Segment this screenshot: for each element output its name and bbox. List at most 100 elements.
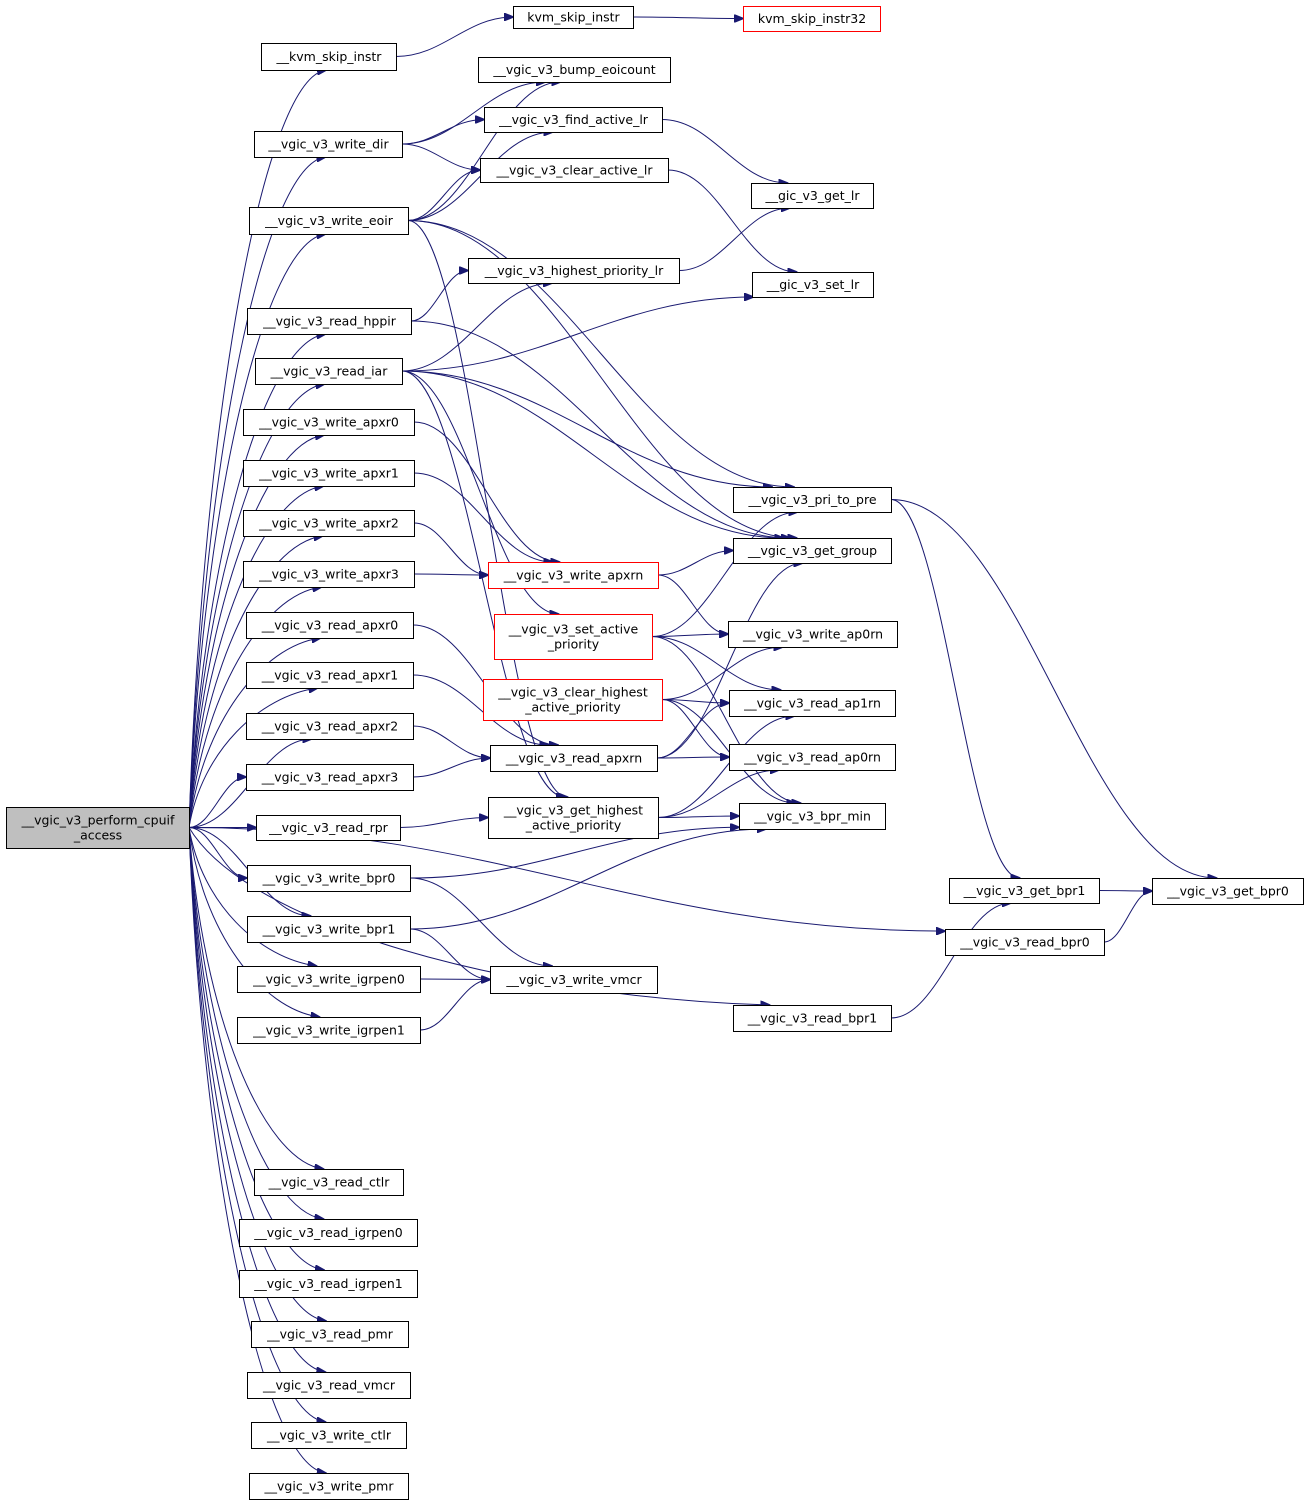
node-rigrp1[interactable]: __vgic_v3_read_igrpen1 <box>239 1270 418 1298</box>
node-vmcr[interactable]: __vgic_v3_write_vmcr <box>490 966 658 994</box>
node-hppir[interactable]: __vgic_v3_read_hppir <box>247 308 412 335</box>
edge-rapxr2-to-rapxrn <box>412 725 490 758</box>
node-box <box>246 764 414 791</box>
node-kvm_skip32[interactable]: kvm_skip_instr32 <box>743 6 881 32</box>
node-iar[interactable]: __vgic_v3_read_iar <box>255 358 403 385</box>
node-wapxr3[interactable]: __vgic_v3_write_apxr3 <box>243 561 415 588</box>
node-wapxr1[interactable]: __vgic_v3_write_apxr1 <box>243 460 415 487</box>
node-wbpr0[interactable]: __vgic_v3_write_bpr0 <box>247 865 411 892</box>
node-root[interactable]: __vgic_v3_perform_cpuif_access <box>6 807 190 849</box>
node-label: __vgic_v3_read_ctlr <box>268 1175 391 1190</box>
node-clrhigh[interactable]: __vgic_v3_clear_highest_active_priority <box>483 679 663 721</box>
edge-find-to-get_lr <box>661 119 787 184</box>
node-rpmr[interactable]: __vgic_v3_read_pmr <box>251 1321 409 1348</box>
node-label: __vgic_v3_read_vmcr <box>262 1378 396 1393</box>
node-rpr[interactable]: __vgic_v3_read_rpr <box>256 815 401 841</box>
edge-rpr-to-gethigh <box>399 818 488 828</box>
node-box <box>488 797 659 839</box>
node-wapxr2[interactable]: __vgic_v3_write_apxr2 <box>243 510 415 537</box>
node-rap1[interactable]: __vgic_v3_read_ap1rn <box>729 690 896 717</box>
node-rvmcr[interactable]: __vgic_v3_read_vmcr <box>247 1372 411 1399</box>
edge-hplr-to-get_lr <box>678 208 790 271</box>
edge-weoir-to-bump <box>407 82 560 221</box>
node-box <box>728 621 898 648</box>
node-weoir[interactable]: __vgic_v3_write_eoir <box>249 207 409 235</box>
edge-rbpr0-to-getbpr0 <box>1103 891 1152 943</box>
edge-pri-to-getbpr1 <box>890 499 1020 879</box>
edge-root-to-rigrp0 <box>188 827 323 1220</box>
node-label: __vgic_v3_write_apxr0 <box>258 415 399 430</box>
node-box <box>254 1169 404 1196</box>
node-set_lr[interactable]: __gic_v3_set_lr <box>752 272 874 298</box>
edge-wigrp1-to-vmcr <box>419 980 490 1031</box>
node-rctlr[interactable]: __vgic_v3_read_ctlr <box>254 1169 404 1196</box>
node-label: __vgic_v3_write_pmr <box>264 1479 395 1494</box>
node-rbpr1[interactable]: __vgic_v3_read_bpr1 <box>733 1005 892 1032</box>
node-bprmin[interactable]: __vgic_v3_bpr_min <box>739 803 886 830</box>
node-box <box>247 916 411 943</box>
node-bump[interactable]: __vgic_v3_bump_eoicount <box>478 57 671 83</box>
node-label: __vgic_v3_read_igrpen0 <box>253 1225 403 1240</box>
node-wap0[interactable]: __vgic_v3_write_ap0rn <box>728 621 898 648</box>
edge-root-to-wapxr3 <box>188 587 321 828</box>
node-wbpr1[interactable]: __vgic_v3_write_bpr1 <box>247 916 411 943</box>
node-box <box>468 258 680 284</box>
node-gethigh[interactable]: __vgic_v3_get_highest_active_priority <box>488 797 659 839</box>
node-rbpr0[interactable]: __vgic_v3_read_bpr0 <box>945 929 1105 956</box>
node-group[interactable]: __vgic_v3_get_group <box>733 538 892 564</box>
edge-wapxr1-to-wapxrn <box>413 472 553 562</box>
edge-setact-to-pri <box>651 512 797 637</box>
node-rapxr3[interactable]: __vgic_v3_read_apxr3 <box>246 764 414 791</box>
node-hplr[interactable]: __vgic_v3_highest_priority_lr <box>468 258 680 284</box>
node-wctlr[interactable]: __vgic_v3_write_ctlr <box>251 1422 407 1449</box>
edge-setact-to-rap1 <box>651 636 781 691</box>
node-getbpr0[interactable]: __vgic_v3_get_bpr0 <box>1152 878 1304 905</box>
node-kvm_skip[interactable]: kvm_skip_instr <box>513 6 634 29</box>
node-find[interactable]: __vgic_v3_find_active_lr <box>484 107 663 133</box>
node-label: __vgic_v3_write_apxr2 <box>258 516 399 531</box>
node-rapxr1[interactable]: __vgic_v3_read_apxr1 <box>246 662 414 689</box>
edge-gethigh-to-bprmin <box>657 816 739 818</box>
edge-root-to-wapxr1 <box>188 486 323 828</box>
node-box <box>243 409 415 436</box>
node-rap0[interactable]: __vgic_v3_read_ap0rn <box>729 744 896 771</box>
node-label: __vgic_v3_read_rpr <box>268 820 389 835</box>
node-wigrp1[interactable]: __vgic_v3_write_igrpen1 <box>237 1017 421 1044</box>
node-wigrp0[interactable]: __vgic_v3_write_igrpen0 <box>237 966 421 993</box>
node-kskip[interactable]: __kvm_skip_instr <box>261 43 397 71</box>
edge-root-to-rvmcr <box>188 827 325 1373</box>
node-box <box>246 662 414 689</box>
node-getbpr1[interactable]: __vgic_v3_get_bpr1 <box>949 878 1100 904</box>
node-rapxr0[interactable]: __vgic_v3_read_apxr0 <box>246 612 414 639</box>
edge-root-to-rctlr <box>188 827 323 1170</box>
node-wpmr[interactable]: __vgic_v3_write_pmr <box>249 1473 409 1500</box>
node-rapxr2[interactable]: __vgic_v3_read_apxr2 <box>246 713 414 740</box>
node-rigrp0[interactable]: __vgic_v3_read_igrpen0 <box>239 1219 418 1247</box>
edge-wapxr3-to-wapxrn <box>413 574 488 575</box>
node-setact[interactable]: __vgic_v3_set_active_priority <box>494 614 653 660</box>
edge-kskip-to-kvm_skip <box>395 17 513 57</box>
node-label: _active_priority <box>525 818 622 833</box>
edge-root-to-kskip <box>188 70 326 828</box>
edge-iar-to-set_lr <box>401 297 753 372</box>
node-label: __vgic_v3_write_dir <box>267 137 389 152</box>
node-box <box>237 1017 421 1044</box>
node-box <box>249 207 409 235</box>
node-label: _active_priority <box>524 700 621 715</box>
node-label: __vgic_v3_read_igrpen1 <box>253 1276 402 1291</box>
node-box <box>733 1005 892 1032</box>
node-box <box>743 6 881 32</box>
node-wapxr0[interactable]: __vgic_v3_write_apxr0 <box>243 409 415 436</box>
node-get_lr[interactable]: __gic_v3_get_lr <box>751 183 874 209</box>
node-rapxrn[interactable]: __vgic_v3_read_apxrn <box>490 745 658 772</box>
node-label: __vgic_v3_bump_eoicount <box>492 62 655 77</box>
edge-root-to-iar <box>188 384 325 828</box>
node-box <box>261 43 397 71</box>
node-wapxrn[interactable]: __vgic_v3_write_apxrn <box>488 562 659 589</box>
node-wdir[interactable]: __vgic_v3_write_dir <box>254 131 403 158</box>
node-box <box>247 308 412 335</box>
node-label: __vgic_v3_read_iar <box>270 364 389 379</box>
node-clear_lr[interactable]: __vgic_v3_clear_active_lr <box>480 158 669 183</box>
node-pri[interactable]: __vgic_v3_pri_to_pre <box>733 487 892 513</box>
